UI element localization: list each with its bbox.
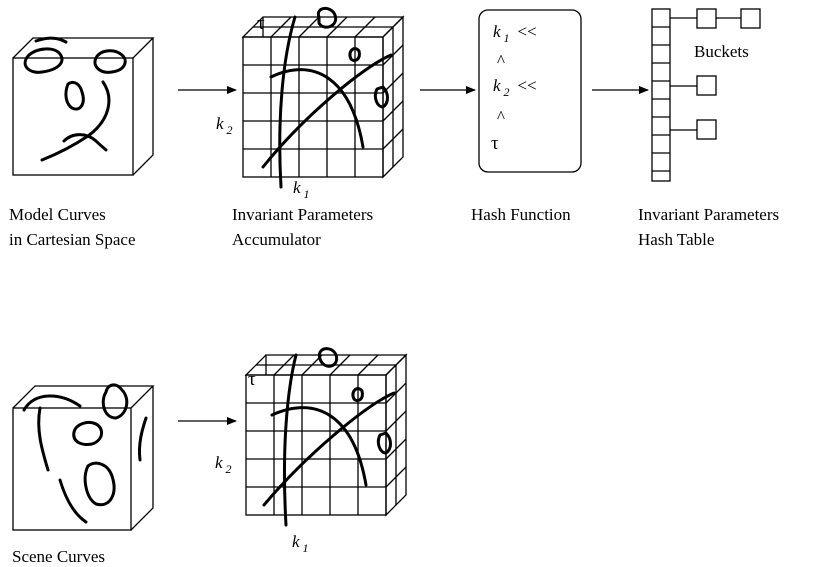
scene-cartesian-cube [12, 383, 155, 531]
accumulator-caption-1: Invariant Parameters [232, 205, 373, 224]
buckets-label: Buckets [694, 42, 749, 61]
hash-table [651, 8, 761, 182]
model-cartesian-caption-1: Model Curves [9, 205, 106, 224]
model-cartesian-cube [12, 36, 155, 176]
scene-accumulator-cube [245, 347, 407, 527]
accumulator-caption-2: Accumulator [232, 230, 321, 249]
hash-line-tau: τ [491, 133, 499, 154]
scene-axis-tau: τ [248, 369, 256, 390]
hash-caret-1: ^ [497, 51, 505, 70]
bucket [696, 75, 717, 96]
model-axis-tau: τ [257, 13, 265, 34]
hash-table-caption-2: Hash Table [638, 230, 714, 249]
model-accumulator-cube [242, 7, 404, 189]
hash-function-caption: Hash Function [471, 205, 571, 224]
bucket [696, 8, 717, 29]
hash-caret-2: ^ [497, 107, 505, 126]
hash-table-caption-1: Invariant Parameters [638, 205, 779, 224]
model-cartesian-caption-2: in Cartesian Space [9, 230, 136, 249]
bucket [696, 119, 717, 140]
scene-cartesian-caption: Scene Curves [12, 547, 105, 566]
bucket [740, 8, 761, 29]
